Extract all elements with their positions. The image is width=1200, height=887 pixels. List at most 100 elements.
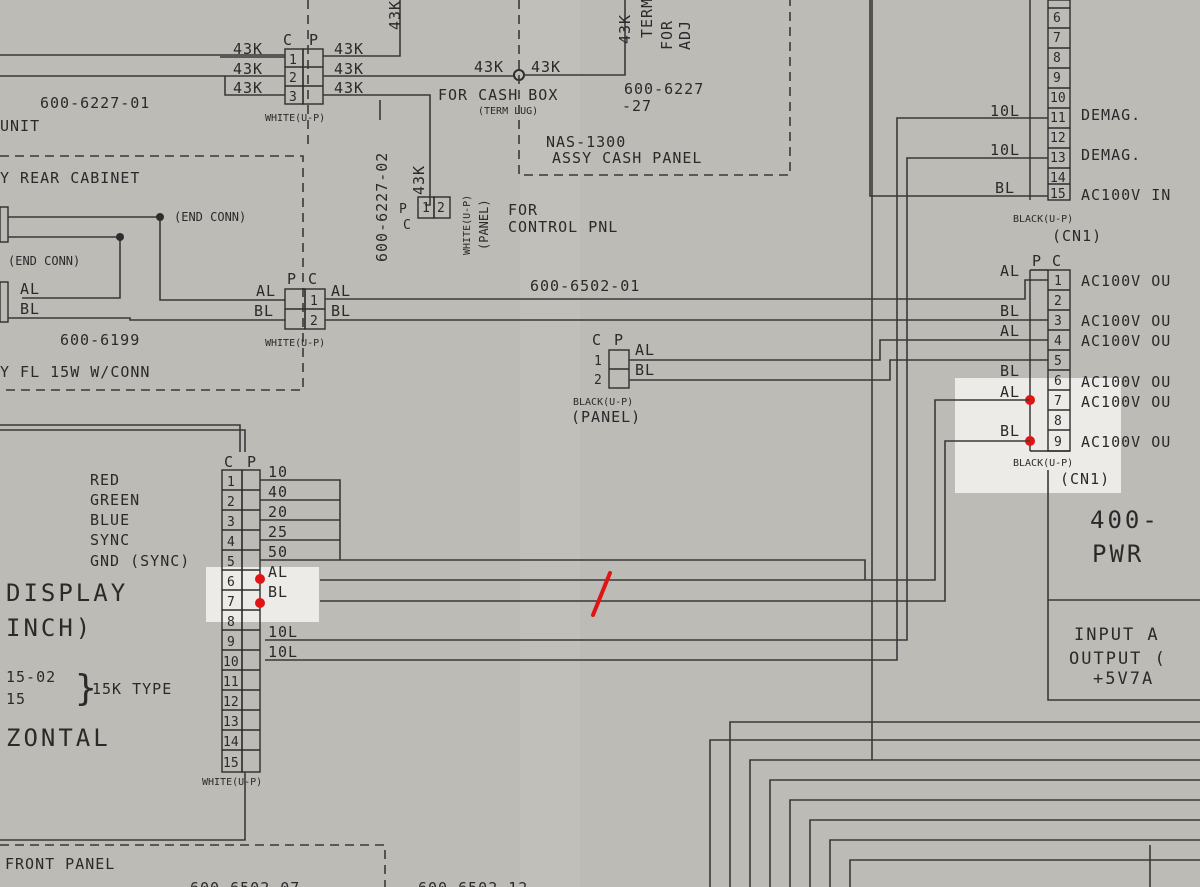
display-label: DISPLAY [6,579,128,607]
svg-text:13: 13 [1050,151,1066,166]
front-panel-label: FRONT PANEL [5,855,115,873]
svg-text:(PANEL): (PANEL) [571,408,641,426]
svg-text:9: 9 [1053,71,1061,86]
end-conn-label-2: (END CONN) [8,254,80,268]
svg-text:6: 6 [1054,374,1062,389]
wire-left-3: 43K [233,79,263,97]
svg-text:P: P [247,453,257,471]
svg-text:11: 11 [1050,111,1066,126]
svg-text:2: 2 [227,495,235,510]
svg-text:C: C [224,453,234,471]
junction-left-label: 43K [474,58,504,76]
svg-text:10: 10 [1050,91,1066,106]
cable-600-6502-07: 600-6502-07 [190,879,300,887]
pwr-label: PWR [1092,540,1144,568]
svg-text:BL: BL [635,361,655,379]
svg-text:12: 12 [223,695,239,710]
paper-fold [520,0,580,887]
term-lug-label: (TERM LUG) [478,106,538,117]
pwr-5v-label: +5V7A [1093,669,1154,689]
cable-600-6199: 600-6199 [60,331,140,349]
adj-fragment: ADJ [676,20,694,50]
wire-right-3: 43K [334,79,364,97]
pwr-output-label: OUTPUT ( [1069,649,1167,669]
marker-display-pin7 [255,598,265,608]
pin-3: 3 [289,90,297,105]
svg-text:6: 6 [227,575,235,590]
svg-text:2: 2 [310,314,318,329]
pwr-model-label: 400- [1090,506,1160,534]
cable-600-6227-02: 600-6227-02 [373,152,391,262]
svg-text:5: 5 [1054,354,1062,369]
svg-text:BLACK(U-P): BLACK(U-P) [573,397,633,408]
svg-text:8: 8 [1053,51,1061,66]
svg-text:AC100V OU: AC100V OU [1081,433,1171,451]
part-a-label: 15-02 [6,668,56,686]
mid-connector: P C 1 2 AL BL AL BL WHITE(U-P) [254,270,351,349]
svg-text:1: 1 [310,294,318,309]
cable-600-6502-01: 600-6502-01 [530,277,640,295]
fl-15w-label: Y FL 15W W/CONN [0,363,150,381]
control-for-label: FOR [508,201,538,219]
cash-panel-boundary [518,0,791,176]
wire-right-2: 43K [334,60,364,78]
svg-text:10L: 10L [990,141,1020,159]
svg-text:9: 9 [227,635,235,650]
svg-text:3: 3 [1054,314,1062,329]
pin-1: 1 [289,53,297,68]
svg-text:BLACK(U-P): BLACK(U-P) [1013,214,1073,225]
svg-text:(CN1): (CN1) [1060,470,1110,488]
svg-text:5: 5 [227,555,235,570]
display-connector: C P 1 2 3 4 5 6 7 8 9 10 11 12 13 14 15 … [90,453,298,788]
svg-text:GND (SYNC): GND (SYNC) [90,552,190,570]
cn1-lower-connector: P C 1 2 3 4 5 6 7 8 9 AL BL AL BL AL BL … [1000,252,1171,488]
pwr-input-label: INPUT A [1074,625,1160,645]
control-wire-43k: 43K [410,165,428,195]
svg-text:10L: 10L [268,643,298,661]
svg-text:BL: BL [331,302,351,320]
svg-text:9: 9 [1054,435,1062,450]
wire-43k-vertical: 43K [616,14,634,44]
rear-cabinet-label: Y REAR CABINET [0,169,140,187]
cable-600-6502-12: 600-6502-12 [418,879,528,887]
svg-text:8: 8 [227,615,235,630]
panel-connector: C P 1 2 AL BL BLACK(U-P) (PANEL) [571,331,655,426]
cash-panel-label: ASSY CASH PANEL [552,149,702,167]
nas-1300-label: NAS-1300 [546,133,626,151]
front-panel-boundary [0,844,386,887]
svg-text:DEMAG.: DEMAG. [1081,106,1141,124]
svg-text:50: 50 [268,543,288,561]
inch-label: INCH) [6,614,93,642]
junction-right-label: 43K [531,58,561,76]
for-fragment: FOR [658,20,676,50]
unit-label: UNIT [0,117,40,135]
connector-label: WHITE(U-P) [265,113,325,124]
svg-text:AL: AL [1000,322,1020,340]
svg-text:AC100V OU: AC100V OU [1081,373,1171,391]
svg-text:7: 7 [1054,394,1062,409]
svg-text:BLUE: BLUE [90,511,130,529]
svg-text:15: 15 [223,756,239,771]
svg-text:40: 40 [268,483,288,501]
svg-text:AL: AL [268,563,288,581]
svg-text:WHITE(U-P): WHITE(U-P) [202,777,262,788]
wire-top-vertical: 43K [386,0,404,30]
svg-text:P: P [287,270,297,288]
highlight-cn1 [955,378,1121,493]
svg-text:4: 4 [227,535,235,550]
svg-text:GREEN: GREEN [90,491,140,509]
term-fragment: TERM [638,0,656,38]
svg-text:14: 14 [1050,171,1066,186]
svg-text:AL: AL [1000,262,1020,280]
svg-text:7: 7 [1053,31,1061,46]
svg-text:BL: BL [1000,302,1020,320]
svg-text:WHITE(U-P): WHITE(U-P) [265,338,325,349]
svg-text:BL: BL [1000,362,1020,380]
svg-text:10L: 10L [990,102,1020,120]
svg-text:AC100V OU: AC100V OU [1081,393,1171,411]
svg-text:AC100V OU: AC100V OU [1081,272,1171,290]
svg-text:C: C [1052,252,1062,270]
node-end-conn-2 [116,233,124,241]
svg-text:C: C [592,331,602,349]
fl-connector-left [0,281,9,323]
